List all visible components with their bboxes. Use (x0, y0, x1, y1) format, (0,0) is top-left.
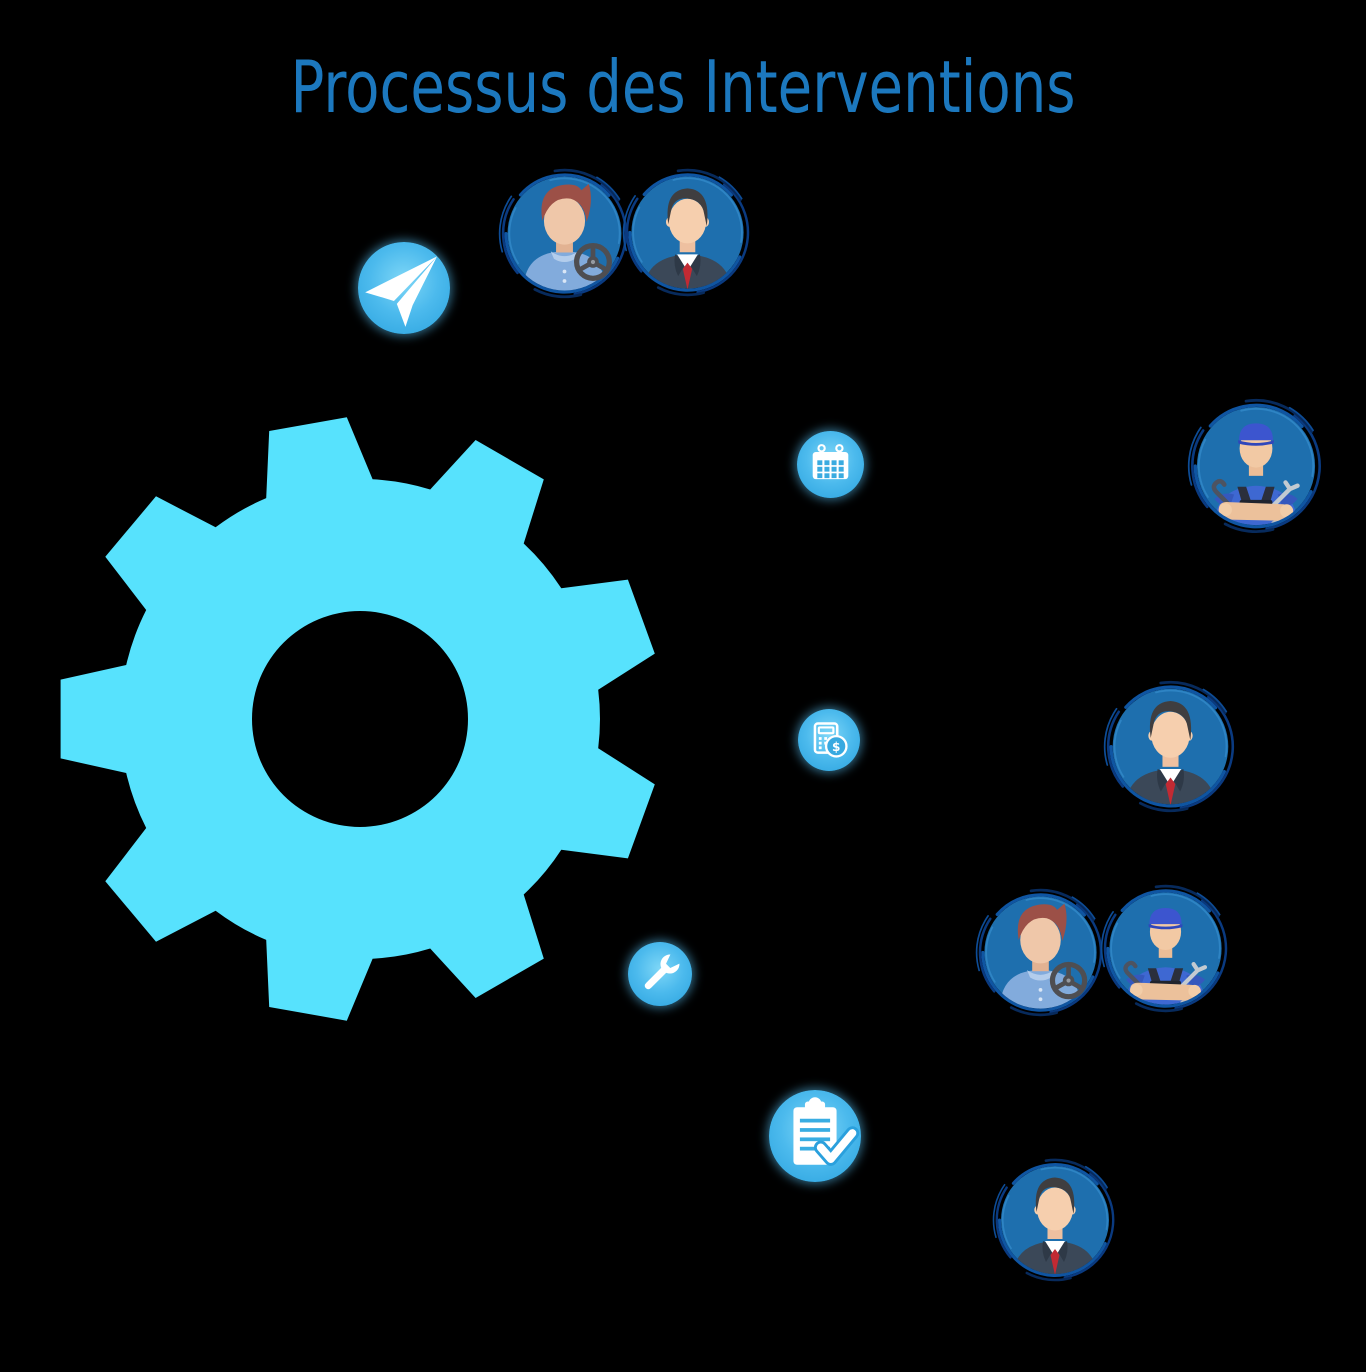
businessman-avatar-icon (991, 1156, 1119, 1284)
driver-avatar-icon (974, 886, 1107, 1019)
clipboard-check-icon (769, 1090, 861, 1182)
businessman-avatar-icon (621, 166, 754, 299)
paper-plane-icon (358, 242, 450, 334)
driver-avatar-icon (497, 166, 632, 301)
mechanic-avatar-icon (1186, 396, 1326, 536)
calculator-dollar-icon: $ (798, 709, 860, 771)
mechanic-avatar-icon (1099, 882, 1232, 1015)
businessman-avatar-icon (1102, 678, 1239, 815)
calendar-icon (797, 431, 864, 498)
wrench-icon (628, 942, 692, 1006)
dollar-sign: $ (832, 740, 840, 754)
page-title: Processus des Interventions (290, 45, 1076, 129)
gear-icon (60, 417, 655, 1021)
